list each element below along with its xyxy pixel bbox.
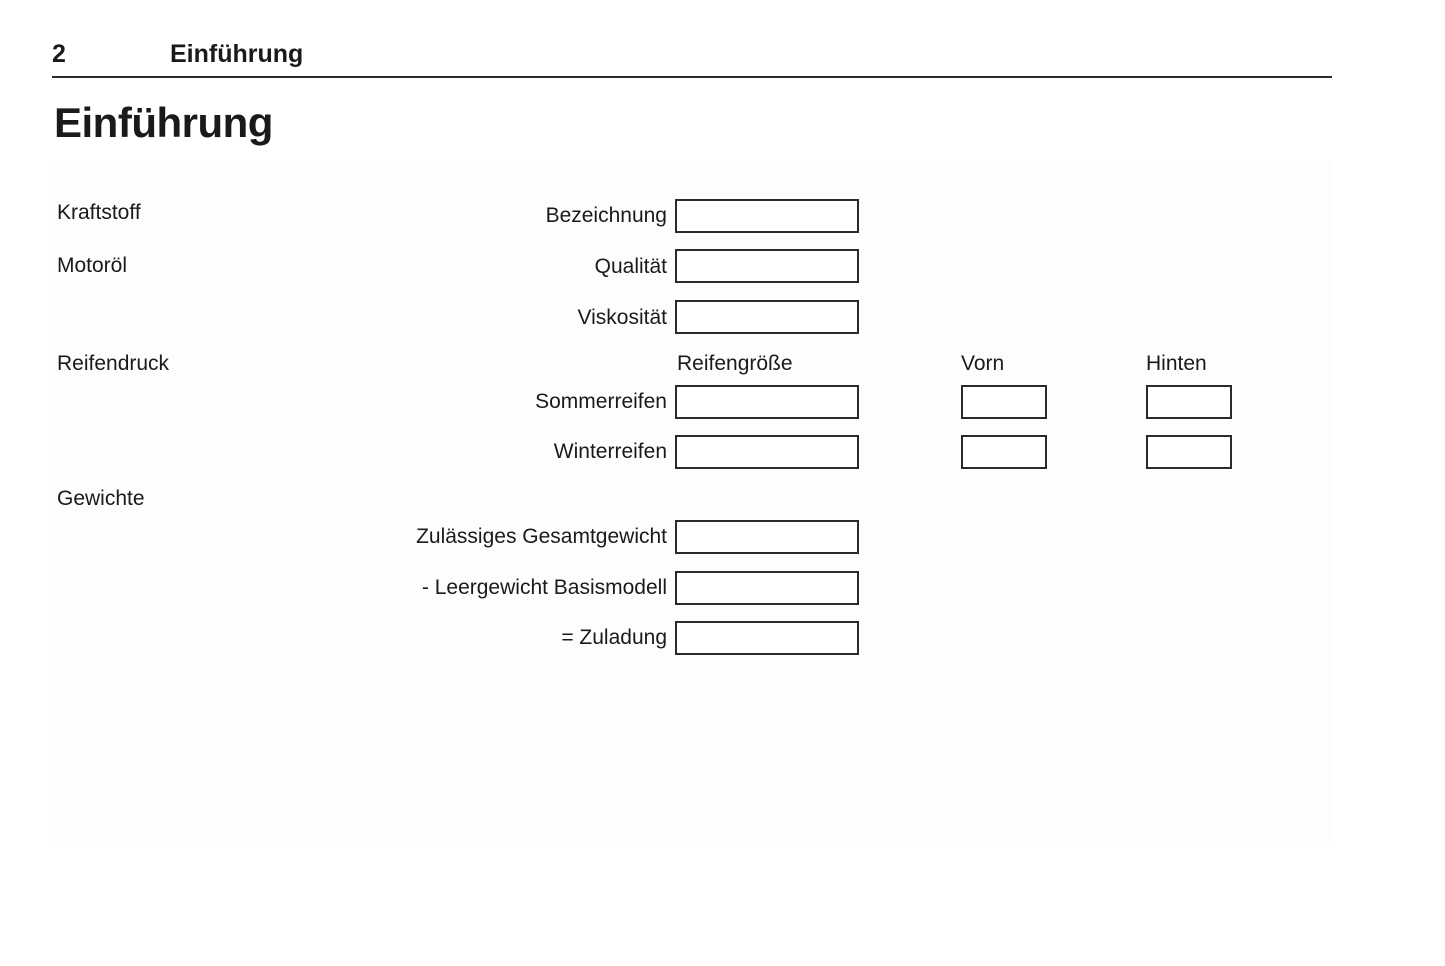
input-sommerreifen-reifengroesse[interactable] bbox=[675, 385, 859, 419]
section-label-reifendruck: Reifendruck bbox=[57, 352, 170, 375]
row-label-viskositaet: Viskosität bbox=[577, 306, 668, 329]
input-zuladung[interactable] bbox=[675, 621, 859, 655]
column-header-hinten: Hinten bbox=[1146, 352, 1207, 375]
input-zulaessiges-gesamtgewicht[interactable] bbox=[675, 520, 859, 554]
header-rule-divider bbox=[52, 76, 1332, 78]
running-header: 2 Einführung bbox=[52, 38, 1332, 80]
input-winterreifen-hinten[interactable] bbox=[1146, 435, 1232, 469]
section-label-motoroel: Motoröl bbox=[57, 254, 128, 277]
row-label-qualitaet: Qualität bbox=[594, 255, 667, 278]
row-label-winterreifen: Winterreifen bbox=[553, 440, 667, 463]
row-label-leergewicht-basismodell: - Leergewicht Basismodell bbox=[421, 576, 667, 599]
column-header-reifengroesse: Reifengröße bbox=[677, 352, 793, 375]
section-label-kraftstoff: Kraftstoff bbox=[57, 201, 141, 224]
input-viskositaet[interactable] bbox=[675, 300, 859, 334]
input-winterreifen-reifengroesse[interactable] bbox=[675, 435, 859, 469]
input-winterreifen-vorn[interactable] bbox=[961, 435, 1047, 469]
page-title: Einführung bbox=[54, 99, 273, 146]
input-bezeichnung[interactable] bbox=[675, 199, 859, 233]
row-label-bezeichnung: Bezeichnung bbox=[545, 204, 667, 227]
column-header-vorn: Vorn bbox=[961, 352, 1005, 375]
header-chapter-name: Einführung bbox=[170, 40, 304, 68]
row-label-zuladung: = Zuladung bbox=[561, 626, 667, 649]
input-sommerreifen-hinten[interactable] bbox=[1146, 385, 1232, 419]
input-sommerreifen-vorn[interactable] bbox=[961, 385, 1047, 419]
row-label-zulaessiges-gesamtgewicht: Zulässiges Gesamtgewicht bbox=[416, 525, 667, 548]
input-qualitaet[interactable] bbox=[675, 249, 859, 283]
page-number: 2 bbox=[52, 40, 66, 68]
input-leergewicht-basismodell[interactable] bbox=[675, 571, 859, 605]
row-label-sommerreifen: Sommerreifen bbox=[535, 390, 667, 413]
section-label-gewichte: Gewichte bbox=[57, 487, 145, 510]
